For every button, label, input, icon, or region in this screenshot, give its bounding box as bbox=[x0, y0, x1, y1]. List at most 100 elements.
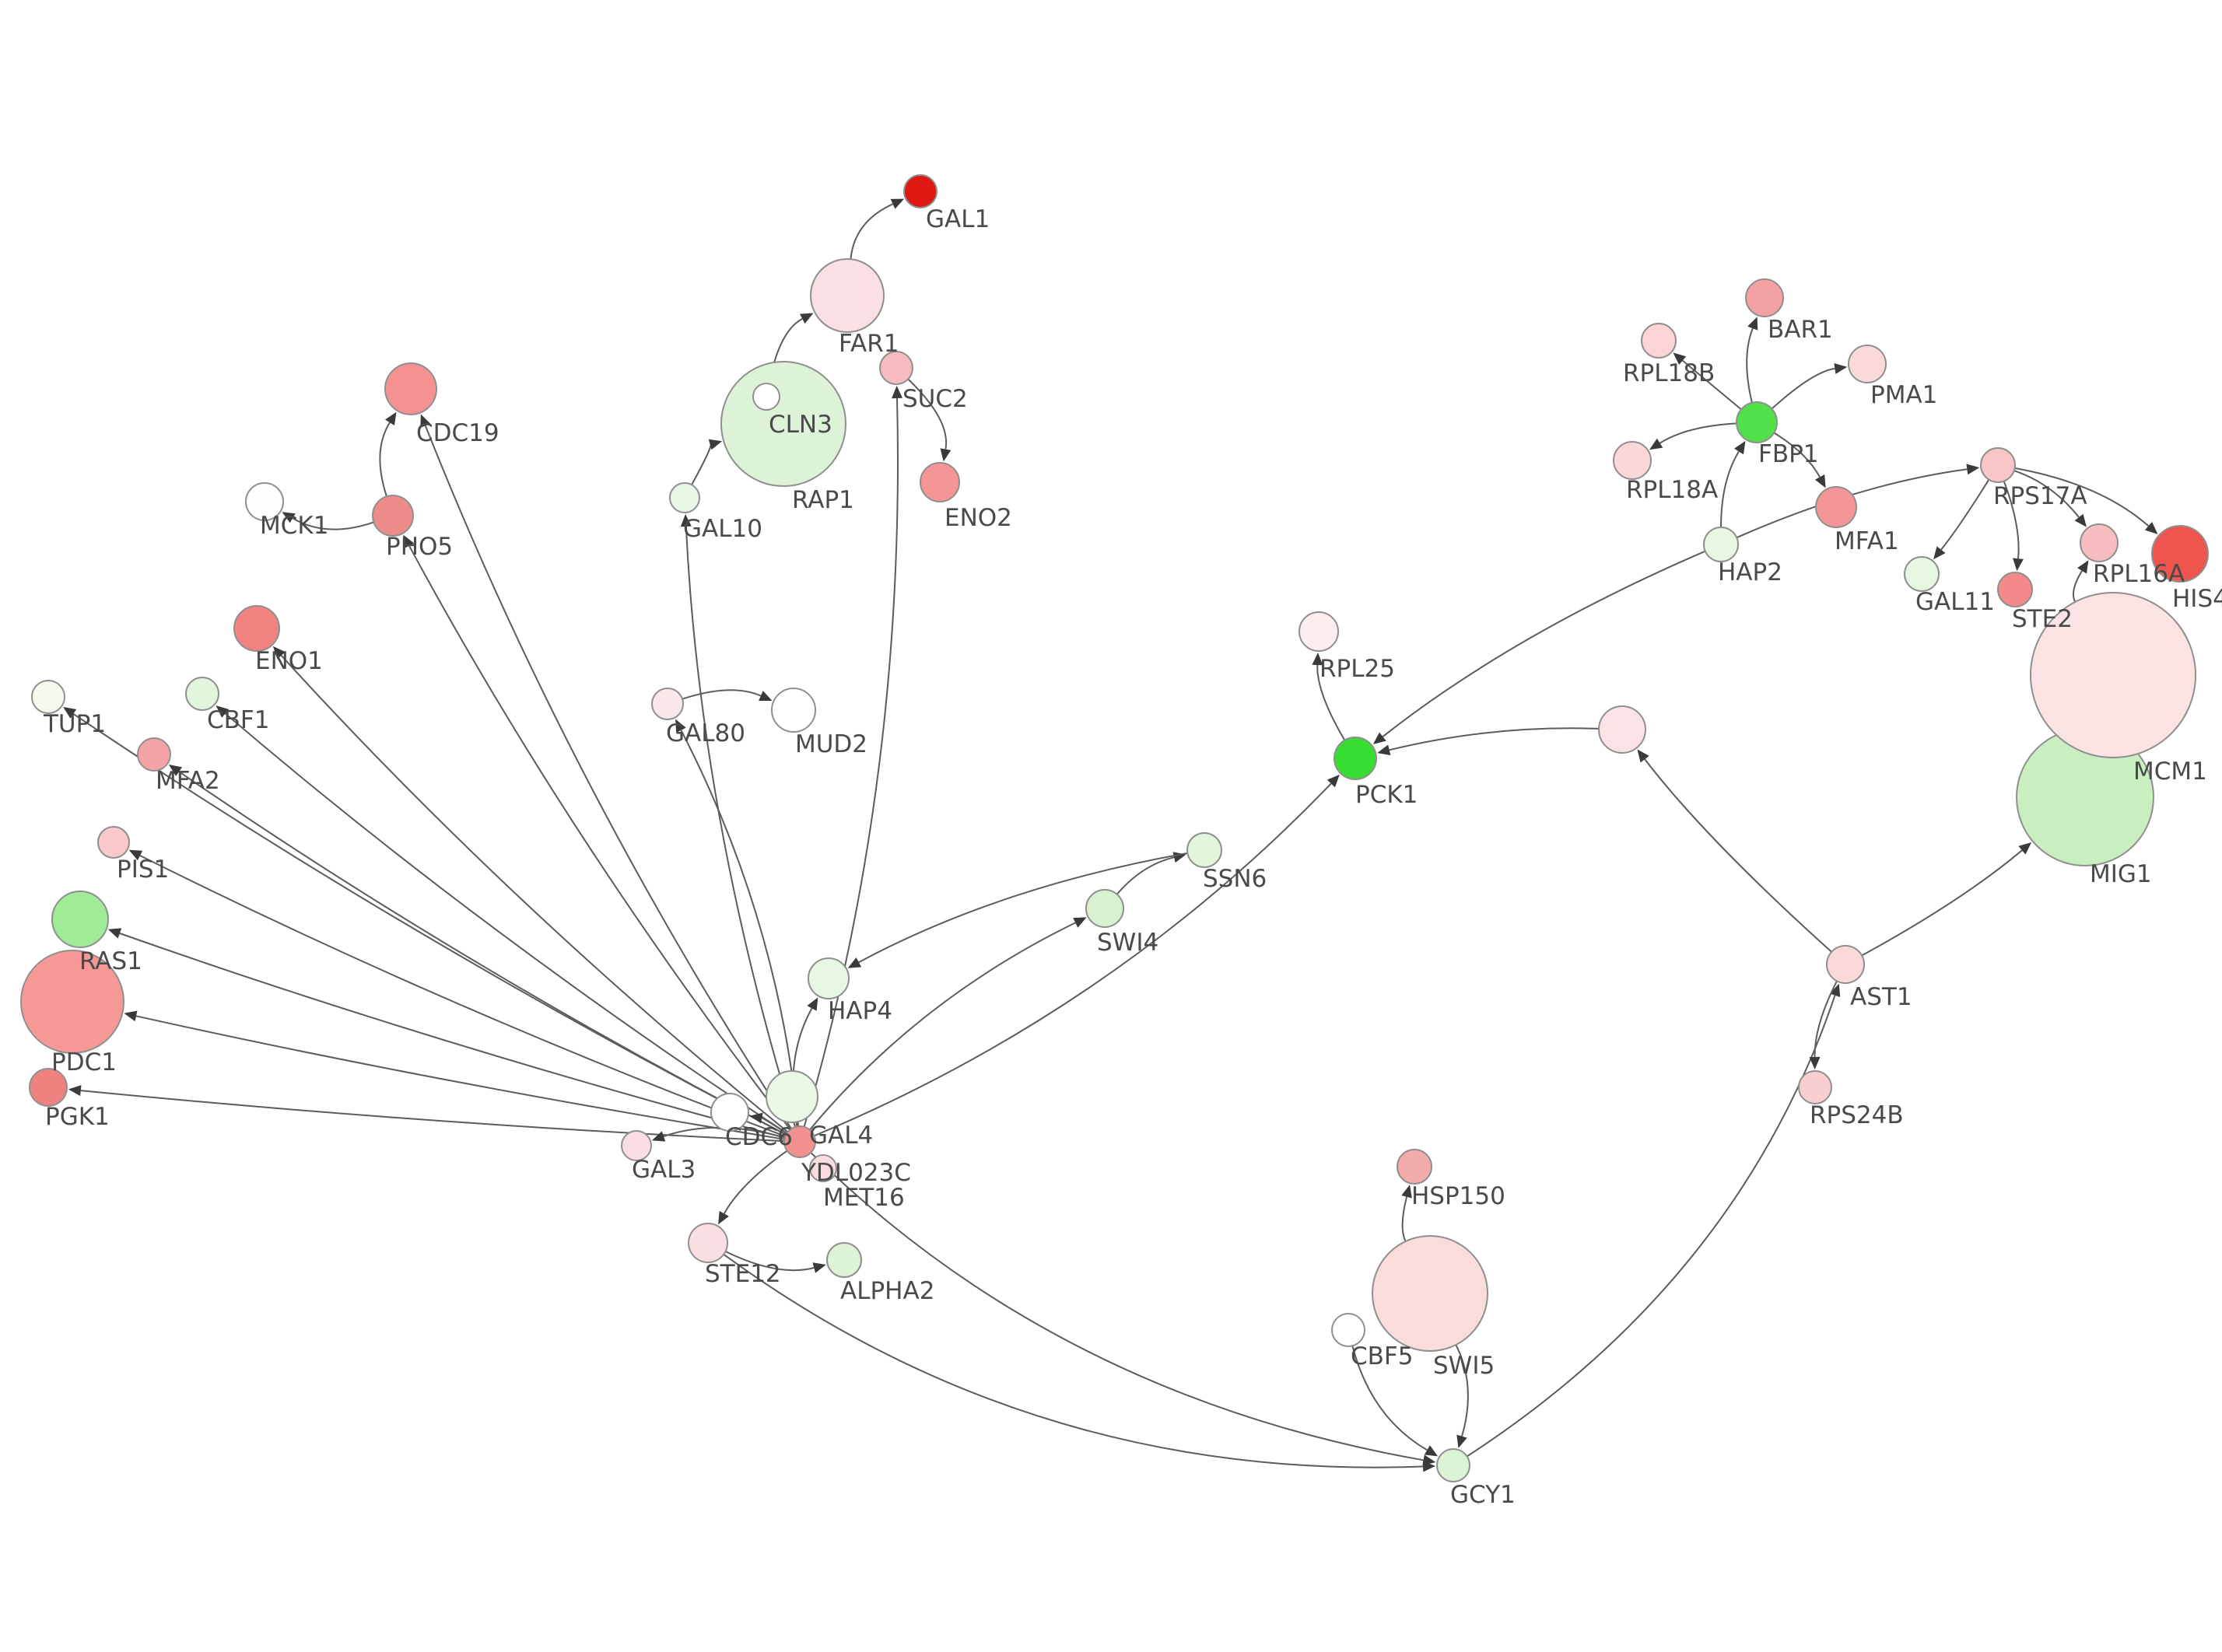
arrowhead-GAL80-MUD2 bbox=[759, 691, 773, 701]
edge-YDL023C-MFA2 bbox=[178, 771, 787, 1136]
node-SWI5[interactable] bbox=[1372, 1235, 1488, 1352]
edge-FBP1-MFA1 bbox=[1773, 432, 1821, 478]
node-PMA1[interactable] bbox=[1848, 345, 1887, 383]
node-YDL023C[interactable] bbox=[783, 1125, 816, 1158]
node-GAL11[interactable] bbox=[1904, 556, 1940, 592]
node-PDC1[interactable] bbox=[20, 950, 124, 1054]
node-MCK1[interactable] bbox=[245, 482, 284, 521]
edge-YDL023C-PGK1 bbox=[80, 1090, 785, 1143]
label-ALPHA2: ALPHA2 bbox=[840, 1277, 934, 1305]
arrowhead-RPS17A-RPL16A bbox=[2074, 513, 2087, 527]
node-RAP1[interactable] bbox=[720, 361, 846, 487]
node-HIS4[interactable] bbox=[2151, 525, 2209, 583]
node-PINK_UNLABELED[interactable] bbox=[1598, 705, 1646, 754]
edge-YDL023C-PCK1 bbox=[814, 782, 1332, 1137]
label-SSN6: SSN6 bbox=[1203, 865, 1267, 893]
node-RPL16A[interactable] bbox=[2080, 523, 2119, 562]
edge-YDL023C-PIS1 bbox=[139, 855, 786, 1137]
arrowhead-YDL023C-GAL10 bbox=[680, 514, 692, 527]
node-RAS1[interactable] bbox=[51, 891, 109, 948]
node-RPL25[interactable] bbox=[1299, 611, 1339, 652]
node-MFA2[interactable] bbox=[137, 737, 171, 772]
node-GAL4[interactable] bbox=[766, 1070, 818, 1123]
label-HAP2: HAP2 bbox=[1718, 558, 1782, 586]
label-MET16: MET16 bbox=[823, 1184, 905, 1212]
node-AST1[interactable] bbox=[1826, 945, 1865, 984]
edge-PINK_UNLABELED-PCK1 bbox=[1389, 727, 1600, 751]
node-PHO5[interactable] bbox=[372, 495, 414, 537]
edge-GAL10-RAP1 bbox=[691, 443, 712, 485]
edge-FBP1-BAR1 bbox=[1746, 327, 1754, 403]
node-PIS1[interactable] bbox=[97, 826, 130, 859]
node-MCM1[interactable] bbox=[2030, 592, 2196, 758]
node-RPL18B[interactable] bbox=[1641, 323, 1677, 359]
node-SWI4[interactable] bbox=[1085, 889, 1124, 928]
label-GAL1: GAL1 bbox=[926, 205, 990, 233]
node-HAP4[interactable] bbox=[808, 957, 850, 999]
node-MET16[interactable] bbox=[809, 1154, 837, 1182]
node-FAR1[interactable] bbox=[810, 258, 885, 333]
label-CDC6: CDC6 bbox=[725, 1123, 793, 1151]
arrowhead-CLN3-FAR1 bbox=[800, 313, 814, 324]
node-TUP1[interactable] bbox=[31, 680, 65, 714]
node-CBF1[interactable] bbox=[185, 677, 219, 711]
label-SWI4: SWI4 bbox=[1097, 929, 1158, 957]
arrowhead-AST1-PINK_UNLABELED bbox=[1637, 749, 1649, 763]
edge-HAP2-RPS17A bbox=[1736, 468, 1968, 539]
node-GAL3[interactable] bbox=[621, 1130, 652, 1161]
label-RAS1: RAS1 bbox=[79, 947, 142, 975]
node-FBP1[interactable] bbox=[1736, 401, 1778, 443]
node-GCY1[interactable] bbox=[1436, 1448, 1470, 1482]
node-RPS17A[interactable] bbox=[1980, 447, 2016, 483]
node-MFA1[interactable] bbox=[1815, 486, 1857, 528]
node-CDC6[interactable] bbox=[710, 1093, 749, 1132]
edge-MCM1-RPL16A bbox=[2073, 570, 2083, 603]
node-PCK1[interactable] bbox=[1334, 737, 1377, 780]
arrowhead-HAP2-PCK1 bbox=[1372, 732, 1386, 744]
node-HAP2[interactable] bbox=[1703, 527, 1739, 562]
node-ALPHA2[interactable] bbox=[826, 1242, 862, 1278]
node-GAL10[interactable] bbox=[669, 482, 700, 513]
arrowhead-YDL023C-SWI4 bbox=[1073, 917, 1087, 928]
edge-YDL023C-PDC1 bbox=[135, 1015, 785, 1140]
label-CBF1: CBF1 bbox=[207, 706, 269, 734]
label-STE2: STE2 bbox=[2012, 605, 2073, 633]
arrowhead-YDL023C-MFA2 bbox=[168, 765, 183, 776]
label-CDC19: CDC19 bbox=[416, 419, 499, 447]
label-GAL3: GAL3 bbox=[632, 1156, 696, 1184]
arrowhead-YDL023C-HAP4 bbox=[807, 997, 818, 1011]
arrowhead-YDL023C-GAL3 bbox=[651, 1131, 666, 1142]
edge-RPS17A-RPL16A bbox=[2013, 470, 2080, 518]
edge-CBF5-GCY1 bbox=[1351, 1346, 1428, 1451]
arrowhead-SUC2-ENO2 bbox=[940, 448, 952, 462]
edge-YDL023C-RAS1 bbox=[119, 933, 785, 1139]
node-ENO1[interactable] bbox=[233, 605, 280, 652]
label-CBF5: CBF5 bbox=[1351, 1342, 1413, 1370]
node-HSP150[interactable] bbox=[1397, 1149, 1432, 1185]
edge-STE12-GCY1 bbox=[723, 1253, 1424, 1468]
node-SSN6[interactable] bbox=[1186, 832, 1222, 868]
arrowhead-YDL023C-TUP1 bbox=[63, 706, 77, 719]
node-GAL1[interactable] bbox=[903, 174, 938, 208]
node-GAL80[interactable] bbox=[651, 688, 684, 720]
node-PGK1[interactable] bbox=[29, 1068, 68, 1107]
node-CBF5[interactable] bbox=[1331, 1313, 1365, 1347]
node-STE2[interactable] bbox=[1997, 572, 2033, 607]
arrowhead-YDL023C-PDC1 bbox=[124, 1010, 138, 1022]
node-ENO2[interactable] bbox=[920, 462, 960, 502]
arrowhead-SWI5-GCY1 bbox=[1456, 1434, 1467, 1448]
node-MUD2[interactable] bbox=[771, 688, 816, 733]
label-TUP1: TUP1 bbox=[43, 710, 106, 738]
node-RPS24B[interactable] bbox=[1798, 1070, 1832, 1104]
node-CDC19[interactable] bbox=[384, 362, 437, 415]
node-BAR1[interactable] bbox=[1745, 278, 1784, 317]
arrowhead-MCM1-RPL16A bbox=[2077, 560, 2089, 574]
node-STE12[interactable] bbox=[688, 1223, 728, 1263]
node-SUC2[interactable] bbox=[879, 351, 913, 385]
edge-SWI5-HSP150 bbox=[1401, 1196, 1408, 1242]
node-CLN3[interactable] bbox=[752, 383, 780, 411]
node-RPL18A[interactable] bbox=[1613, 441, 1652, 480]
arrowhead-YDL023C-RAS1 bbox=[107, 928, 122, 939]
